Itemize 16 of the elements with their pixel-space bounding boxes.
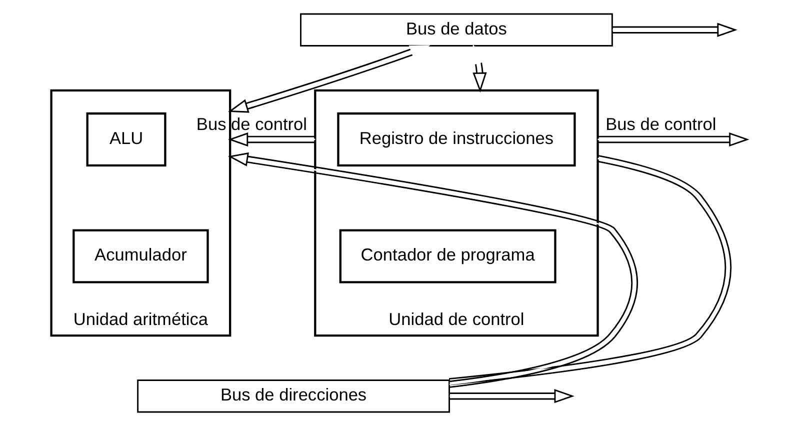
arrow xyxy=(472,44,487,93)
arrow xyxy=(612,22,738,37)
node-box: Acumulador xyxy=(72,229,209,284)
arrow xyxy=(598,132,750,147)
arrow xyxy=(228,45,430,113)
node-box: ALU xyxy=(86,112,166,166)
node-box: Registro de instrucciones xyxy=(337,112,576,166)
node-box: Bus de direcciones xyxy=(137,380,450,413)
connector xyxy=(448,154,732,386)
edge-label: Bus de control xyxy=(196,114,308,134)
arrow xyxy=(228,152,638,388)
arrow xyxy=(450,389,574,404)
node-box: Contador de programa xyxy=(339,229,556,284)
node-box: Bus de datos xyxy=(300,13,613,46)
arrow xyxy=(228,132,316,147)
edge-label: Bus de control xyxy=(606,114,716,134)
